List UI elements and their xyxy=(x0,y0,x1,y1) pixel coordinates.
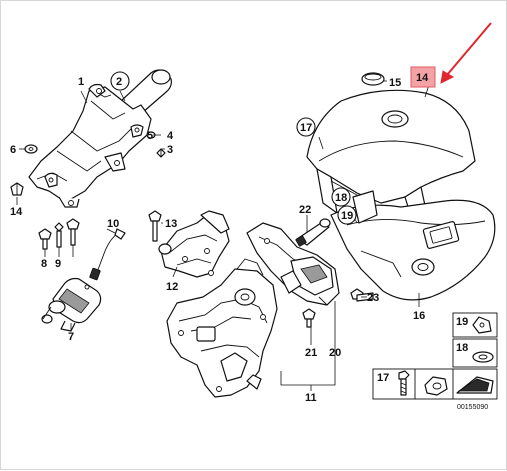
screw-21 xyxy=(302,308,316,328)
label-part-11: 11 xyxy=(305,392,317,404)
callout-circle-2 xyxy=(110,71,130,91)
label-part-16: 16 xyxy=(413,310,425,322)
label-part-3: 3 xyxy=(167,144,173,156)
red-arrow-indicator xyxy=(440,22,492,84)
fastener-3 xyxy=(156,148,166,158)
highlight-box-14 xyxy=(410,66,436,88)
callout-circle-17 xyxy=(296,117,316,137)
legend-label-19: 19 xyxy=(456,316,468,328)
label-part-14-highlighted: 14 xyxy=(416,72,429,84)
switch-unit-20 xyxy=(246,222,340,306)
bolt-13 xyxy=(148,210,162,242)
label-part-1: 1 xyxy=(78,76,84,88)
label-part-2: 2 xyxy=(116,76,122,88)
part-labels: 1 2 3 4 5 6 7 8 9 10 11 12 13 14 14 15 1… xyxy=(10,66,436,404)
screw-17-icon xyxy=(398,370,410,396)
sensor-22 xyxy=(295,218,331,247)
label-part-18: 18 xyxy=(335,192,347,204)
label-part-5: 5 xyxy=(147,130,153,142)
lock-housing xyxy=(166,258,278,398)
bolt-23-left xyxy=(66,218,80,246)
bolt-23-right xyxy=(350,288,374,302)
diagram-id: 00155090 xyxy=(457,404,488,411)
label-part-10: 10 xyxy=(107,218,119,230)
label-part-20: 20 xyxy=(329,347,341,359)
callout-circle-19 xyxy=(337,205,357,225)
label-part-23: 23 xyxy=(367,292,379,304)
cap-15 xyxy=(361,72,385,86)
label-part-12: 12 xyxy=(166,281,178,293)
label-part-15: 15 xyxy=(389,77,401,89)
legend-label-18: 18 xyxy=(456,342,468,354)
wire-harness-10 xyxy=(89,228,126,281)
callout-circle-18 xyxy=(331,187,351,207)
label-part-21: 21 xyxy=(305,347,317,359)
wedge-pad-icon xyxy=(456,376,494,394)
motor-7 xyxy=(41,277,102,332)
label-part-13: 13 xyxy=(165,218,177,230)
nut-icon xyxy=(424,376,448,396)
bolt-9 xyxy=(54,222,64,248)
legend-label-17: 17 xyxy=(377,372,389,384)
label-part-14-left: 14 xyxy=(10,206,23,218)
bracket-12 xyxy=(158,210,230,278)
label-part-9: 9 xyxy=(55,258,61,270)
label-part-22: 22 xyxy=(299,204,311,216)
steering-column-assembly xyxy=(28,69,172,208)
label-part-17: 17 xyxy=(300,122,312,134)
label-part-6: 6 xyxy=(10,144,16,156)
bolt-8 xyxy=(38,228,52,250)
label-part-4: 4 xyxy=(167,130,174,142)
fastener-14-left xyxy=(10,182,24,196)
fastener-6 xyxy=(24,144,38,154)
lower-trim-cover-16 xyxy=(330,190,496,301)
legend-panel: 19 18 17 00155090 xyxy=(372,312,498,411)
label-part-19: 19 xyxy=(341,210,353,222)
label-part-7: 7 xyxy=(68,331,74,343)
label-part-8: 8 xyxy=(41,258,47,270)
